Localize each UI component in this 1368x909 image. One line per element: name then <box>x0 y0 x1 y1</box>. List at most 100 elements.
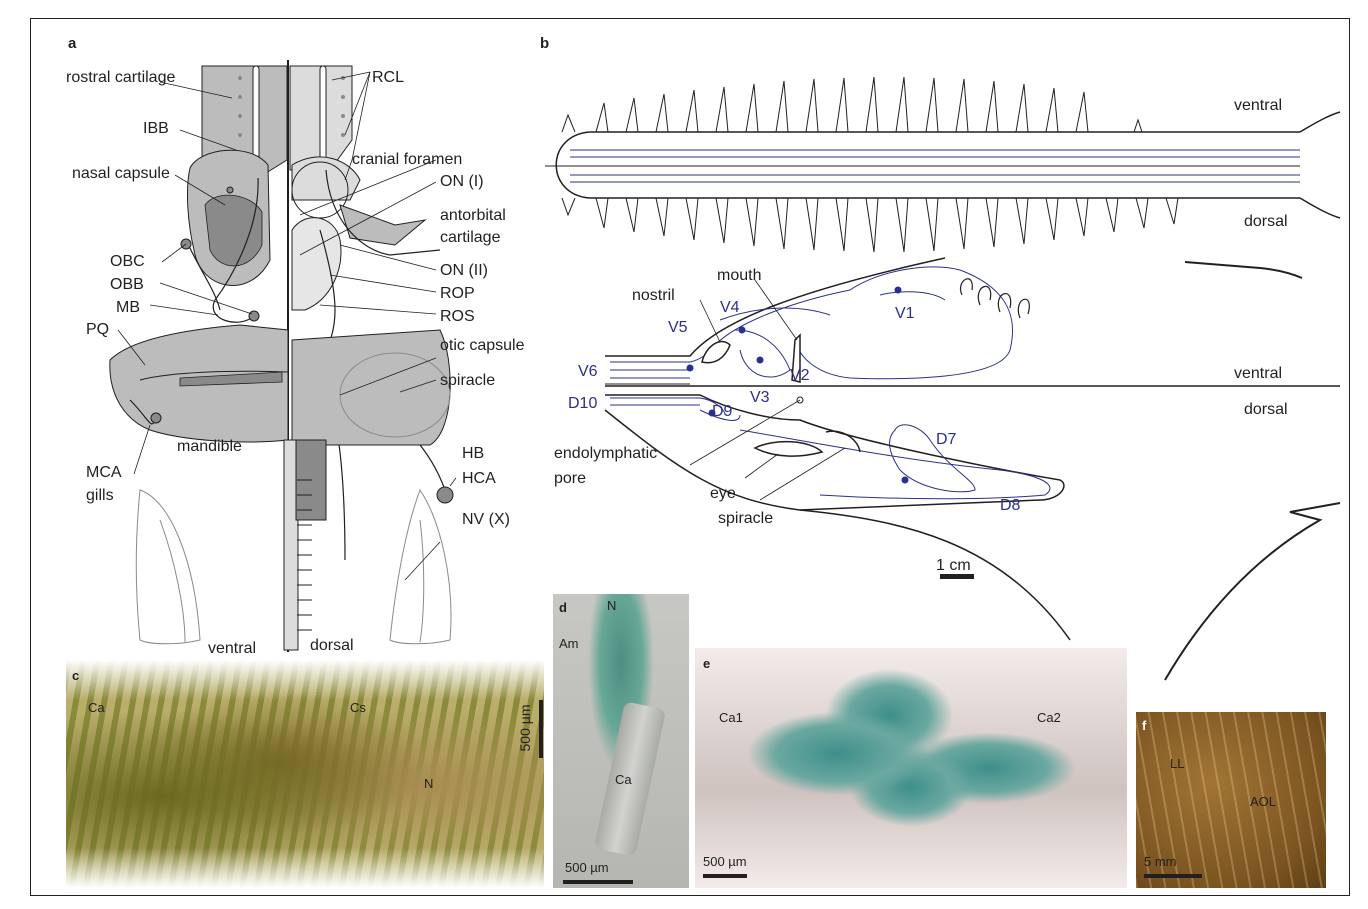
label-mca: MCA <box>86 464 122 481</box>
panel-b-blue-labels: V1 V2 V3 V4 V5 V6 D10 D9 D7 D8 <box>568 299 1021 514</box>
panel-e-letter: e <box>703 656 710 671</box>
scale-bar-e <box>703 874 747 878</box>
label-on1: ON (I) <box>440 173 484 190</box>
label-v5: V5 <box>668 319 688 336</box>
label-scale-b: 1 cm <box>936 557 971 574</box>
brain <box>292 218 341 310</box>
label-antorbital: antorbital <box>440 207 506 224</box>
label-on2: ON (II) <box>440 262 488 279</box>
head-ventral-outline <box>605 258 945 356</box>
panel-a: a <box>66 35 525 657</box>
label-spiracle-b: spiracle <box>718 510 773 527</box>
panel-c-mask-bottom <box>66 848 544 888</box>
label-d7: D7 <box>936 431 957 448</box>
label-v4: V4 <box>720 299 740 316</box>
label-nasal-capsule: nasal capsule <box>72 165 170 182</box>
label-mouth: mouth <box>717 267 761 284</box>
label-v3: V3 <box>750 389 770 406</box>
label-c-ca: Ca <box>88 700 105 715</box>
label-cranial-foramen: cranial foramen <box>352 151 462 168</box>
label-dorsal-a: dorsal <box>310 637 354 654</box>
label-scale-f: 5 mm <box>1144 854 1177 869</box>
label-f-aol: AOL <box>1250 794 1276 809</box>
label-d-n: N <box>607 598 616 613</box>
label-eye: eye <box>710 485 736 502</box>
panel-c-letter: c <box>72 668 79 683</box>
label-ibb: IBB <box>143 120 169 137</box>
label-rcl: RCL <box>372 69 404 86</box>
label-scale-d: 500 µm <box>565 860 609 875</box>
label-ros: ROS <box>440 308 475 325</box>
panel-d-photo: d N Am Ca 500 µm <box>553 594 689 888</box>
rostrum-outline <box>556 132 1300 198</box>
label-c-n: N <box>424 776 433 791</box>
dorsal-canals <box>610 398 1050 499</box>
label-gills: gills <box>86 487 114 504</box>
gills-right <box>390 490 451 644</box>
label-f-ll: LL <box>1170 756 1184 771</box>
label-v1: V1 <box>895 305 915 322</box>
label-pore: pore <box>554 470 586 487</box>
panel-a-letter: a <box>68 35 77 52</box>
panel-f-letter: f <box>1142 718 1146 733</box>
fin-fragment-top <box>1185 262 1302 278</box>
rostrum-teeth-lower <box>562 198 1178 252</box>
label-hb: HB <box>462 445 484 462</box>
label-v2: V2 <box>790 367 810 384</box>
label-cartilage: cartilage <box>440 229 501 246</box>
nasal-capsule-inner <box>205 195 262 266</box>
fin-outline-right <box>1165 503 1340 680</box>
label-hca: HCA <box>462 470 496 487</box>
label-pq: PQ <box>86 321 109 338</box>
label-scale-c: 500 µm <box>517 693 533 763</box>
label-d10: D10 <box>568 395 597 412</box>
panel-d-letter: d <box>559 600 567 615</box>
panel-c-mask-top <box>66 660 544 700</box>
label-endolymphatic: endolymphatic <box>554 445 657 462</box>
eye-outline <box>755 442 822 456</box>
label-d-ca: Ca <box>615 772 632 787</box>
gill-slits <box>961 279 1030 318</box>
dorsal-head-outline <box>605 395 1064 510</box>
nasal-capsule-right <box>292 157 360 200</box>
label-ventral-b-top: ventral <box>1234 97 1282 114</box>
label-spiracle-a: spiracle <box>440 372 495 389</box>
label-dorsal-b-mid: dorsal <box>1244 401 1288 418</box>
mandible-right <box>292 330 450 445</box>
label-d9: D9 <box>712 403 733 420</box>
scale-bar-d <box>563 880 633 884</box>
label-nv: NV (X) <box>462 511 510 528</box>
panel-b: b ventral <box>540 35 1340 680</box>
rostrum-tip-upper <box>1300 112 1340 132</box>
scale-bar-c <box>539 700 543 758</box>
label-ventral-b-mid: ventral <box>1234 365 1282 382</box>
label-d-am: Am <box>559 636 579 651</box>
nostril-outline <box>702 341 730 362</box>
label-nostril: nostril <box>632 287 675 304</box>
label-rop: ROP <box>440 285 475 302</box>
rostrum-teeth-upper <box>562 77 1142 132</box>
panel-f-photo: f LL AOL 5 mm <box>1136 712 1326 888</box>
gills-left <box>136 490 200 644</box>
panel-b-letter: b <box>540 35 549 52</box>
panel-e-photo: e Ca1 Ca2 500 µm <box>695 648 1127 888</box>
rostrum-tip-lower <box>1300 198 1340 218</box>
label-c-cs: Cs <box>350 700 366 715</box>
dorsal-body-outline <box>800 510 1070 640</box>
label-rostral-cartilage: rostral cartilage <box>66 69 175 86</box>
panel-c-photo: c Ca Cs N <box>66 660 544 888</box>
label-otic-capsule: otic capsule <box>440 337 525 354</box>
label-mb: MB <box>116 299 140 316</box>
label-obb: OBB <box>110 276 144 293</box>
label-mandible: mandible <box>177 438 242 455</box>
scale-bar-f <box>1144 874 1202 878</box>
label-dorsal-b-top: dorsal <box>1244 213 1288 230</box>
label-e-ca2: Ca2 <box>1037 710 1061 725</box>
label-scale-e: 500 µm <box>703 854 747 869</box>
label-e-ca1: Ca1 <box>719 710 743 725</box>
scale-bar-b <box>940 574 974 579</box>
label-ventral-a: ventral <box>208 640 256 657</box>
label-v6: V6 <box>578 363 598 380</box>
label-obc: OBC <box>110 253 145 270</box>
label-d8: D8 <box>1000 497 1021 514</box>
